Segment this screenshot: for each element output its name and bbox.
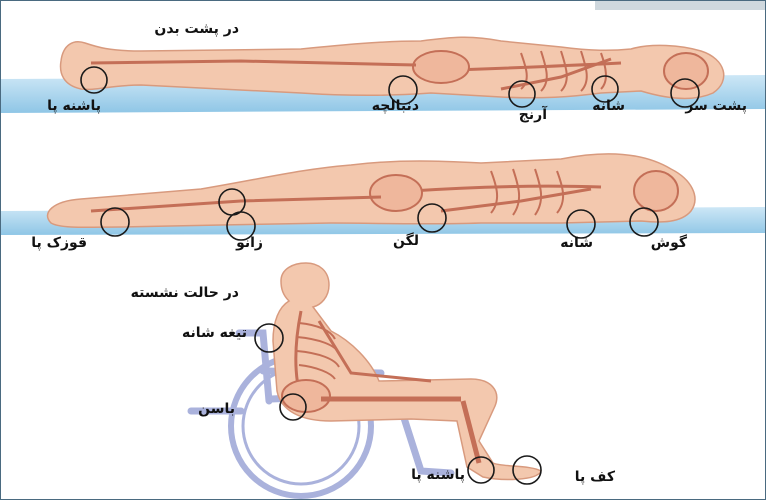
seated-figure: [191, 263, 541, 496]
skull-2: [634, 171, 678, 211]
label-sole: کف پا: [575, 469, 615, 485]
label-ankle: قوزک پا: [31, 235, 87, 251]
label-ear: گوش: [651, 235, 687, 251]
label-shoulder-blade: تیغه شانه: [182, 325, 247, 341]
label-coccyx: دنبالچه: [372, 98, 419, 114]
label-back-of-head: پشت سر: [685, 98, 747, 114]
side-figure: [1, 154, 766, 240]
corner-block: [595, 1, 766, 10]
label-buttock: باسن: [198, 401, 235, 417]
label-knee: زانو: [236, 235, 263, 251]
label-shoulder-supine: شانه: [592, 98, 625, 114]
section-title-supine: در پشت بدن: [154, 21, 239, 37]
section-title-seated: در حالت نشسته: [131, 285, 239, 301]
label-shoulder-side: شانه: [560, 235, 593, 251]
pelvis-2: [370, 175, 422, 211]
body-silhouette-3: [273, 263, 541, 479]
label-heel-supine: پاشنه پا: [47, 98, 101, 114]
pelvis-1: [413, 51, 469, 83]
label-elbow: آرنج: [519, 107, 547, 123]
label-heel-seated: پاشنه پا: [411, 467, 465, 483]
skull-1: [664, 53, 708, 89]
label-hip: لگن: [393, 233, 419, 249]
